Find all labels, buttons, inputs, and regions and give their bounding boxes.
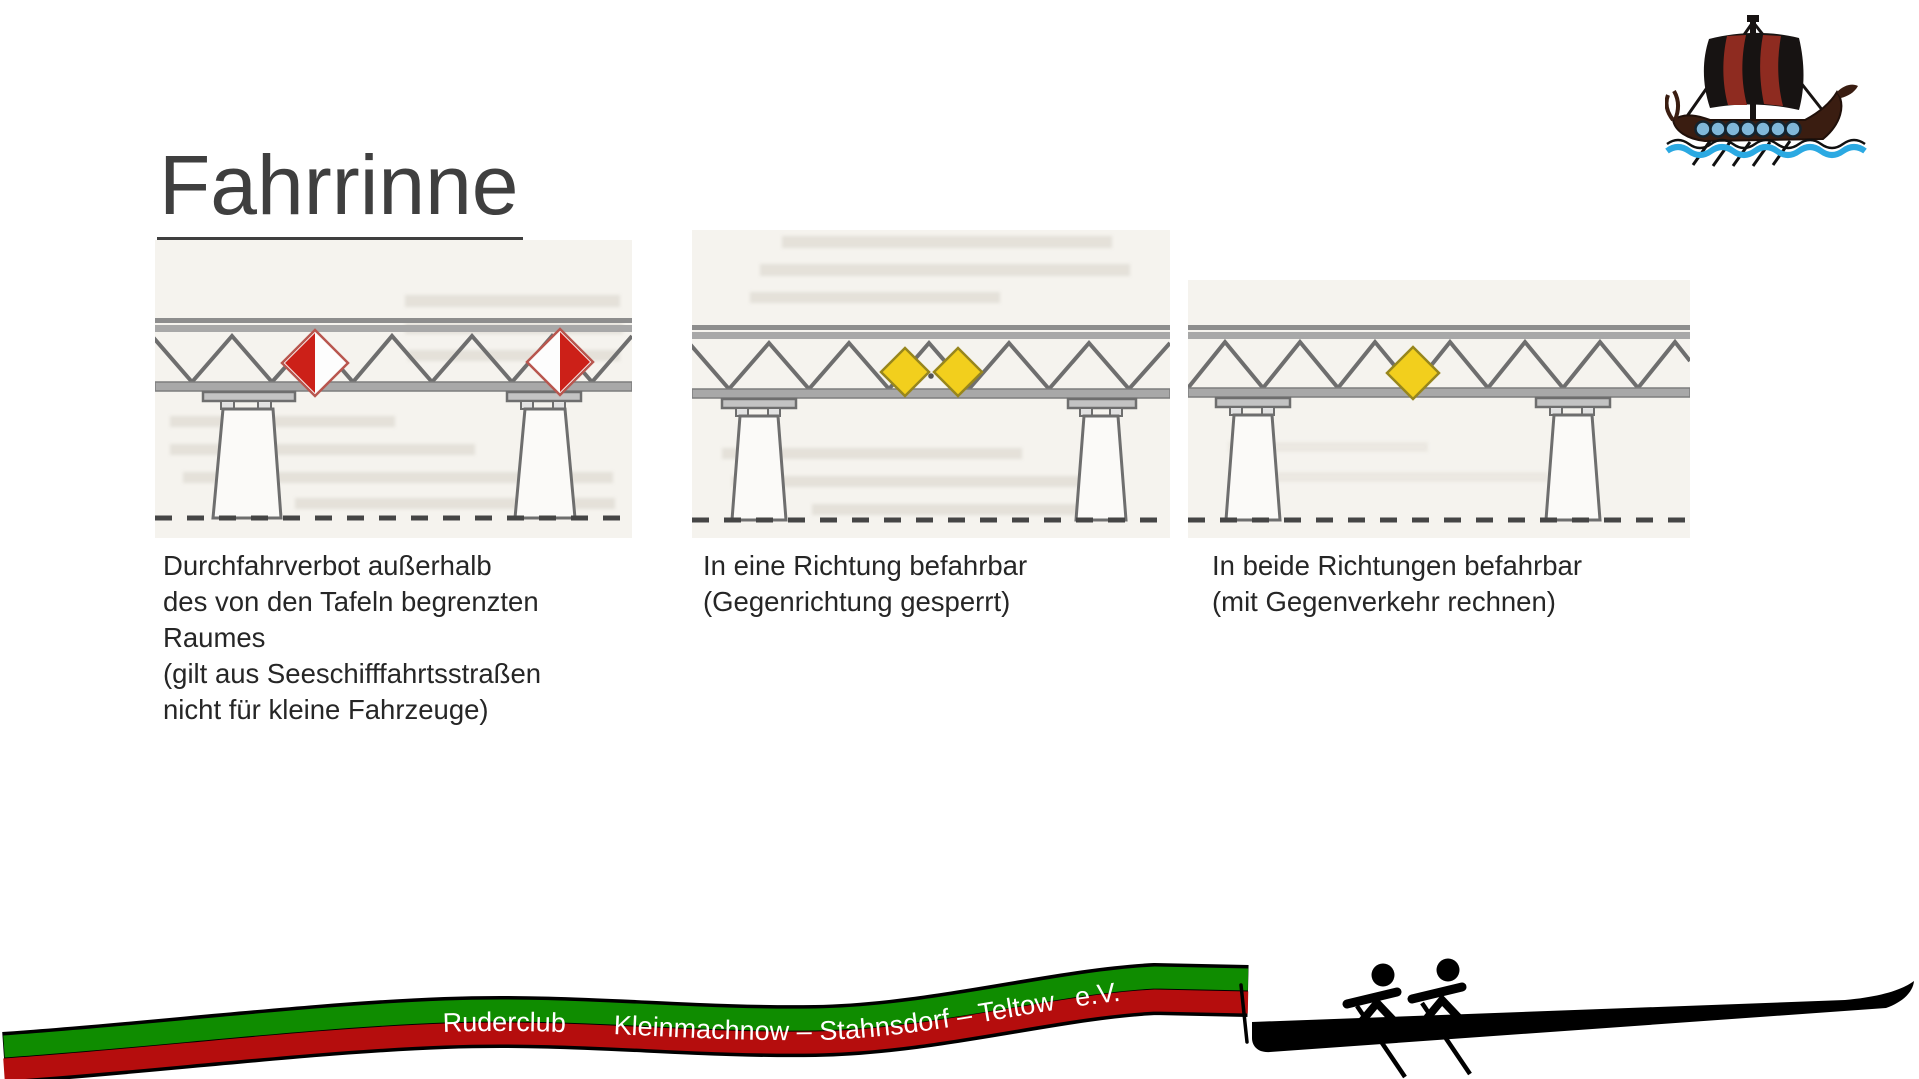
rower xyxy=(1342,963,1407,1079)
bridge-image-1 xyxy=(150,240,634,538)
bridge-pier xyxy=(720,397,798,522)
bridge-image-3 xyxy=(1186,280,1692,538)
bridge-truss xyxy=(687,339,1172,393)
sail xyxy=(1703,32,1804,110)
bridge-pier xyxy=(1214,396,1292,522)
bridge-deck xyxy=(692,325,1170,330)
figure-bridge-passage-prohibited xyxy=(150,240,634,543)
bridge-pier xyxy=(1066,397,1138,522)
bridge-pier xyxy=(201,390,297,520)
both-directions-sign xyxy=(1385,345,1441,401)
caption-middle: In eine Richtung befahrbar (Gegenrichtun… xyxy=(703,550,1028,617)
boat-hull xyxy=(1252,981,1914,1053)
bridge-deck xyxy=(155,318,632,323)
boat-flagpole xyxy=(1239,983,1249,1044)
rower xyxy=(1407,958,1472,1076)
bridge-truss xyxy=(1186,338,1692,392)
ghost-text xyxy=(722,236,1130,515)
caption-right: In beide Richtungen befahrbar (mit Gegen… xyxy=(1212,550,1582,617)
ribbon: Ruderclub Kleinmachnow – Stahnsdorf – Te… xyxy=(2,962,1249,1079)
ghost-text xyxy=(1228,442,1548,482)
bridge-pier xyxy=(1534,396,1612,522)
bridge-deck xyxy=(1188,325,1690,330)
viking-ship-logo xyxy=(1665,15,1867,167)
page-title: Fahrrinne xyxy=(157,143,523,243)
one-direction-sign-2 xyxy=(932,346,984,398)
rowing-boat-graphic xyxy=(1239,958,1914,1079)
club-banner: Ruderclub Kleinmachnow – Stahnsdorf – Te… xyxy=(2,958,1914,1079)
water-wave xyxy=(1666,138,1866,150)
viking-ship-icon xyxy=(1665,15,1867,167)
one-direction-sign-1 xyxy=(879,346,931,398)
bridge-image-2 xyxy=(687,230,1172,538)
caption-left: Durchfahrverbot außerhalb des von den Ta… xyxy=(163,550,542,725)
no-passage-sign-left xyxy=(280,328,350,398)
no-passage-sign-right xyxy=(525,327,595,397)
figure-bridge-both-directions xyxy=(1186,262,1692,543)
shields xyxy=(1694,120,1802,138)
figure-bridge-one-direction xyxy=(687,230,1172,543)
